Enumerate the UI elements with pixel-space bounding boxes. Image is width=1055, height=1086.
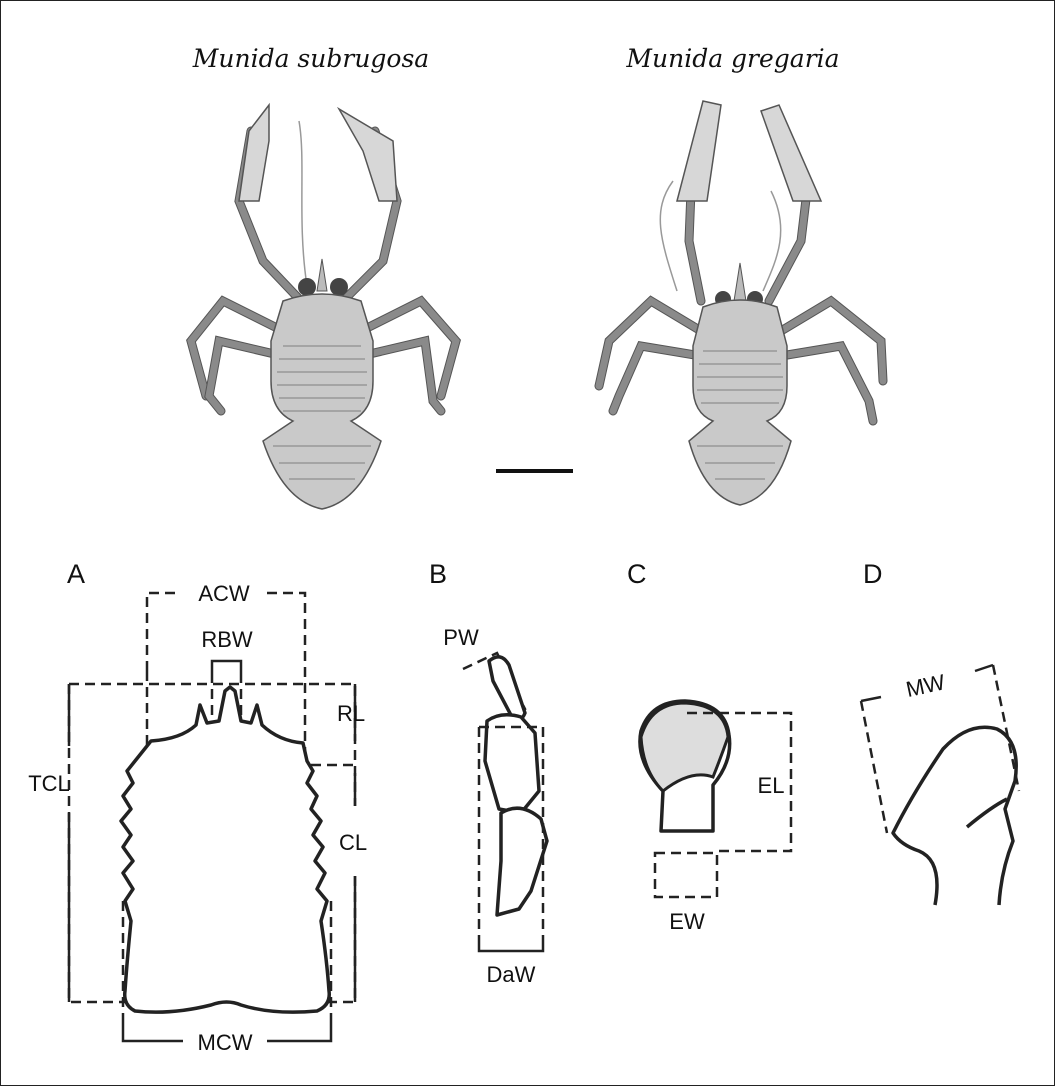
mw-label: MW [904,669,948,702]
cl-label: CL [339,830,367,855]
rbw-label: RBW [201,627,253,652]
rl-label: RL [337,701,365,726]
acw-label: ACW [198,581,250,606]
ew-label: EW [669,909,705,934]
panel-label-c: C [627,559,647,589]
species-title-left: Munida subrugosa [192,44,429,73]
daw-label: DaW [487,962,536,987]
panel-label-a: A [67,559,85,589]
panel-label-d: D [863,559,883,589]
mw-outline [893,727,1016,905]
mcw-label: MCW [198,1030,253,1055]
panel-c-eye: EL EW [640,701,791,934]
crab-illustration-right [599,101,883,505]
panel-a-carapace: ACW RBW TCL RL CL MCW [28,581,367,1055]
panel-d-mw: MW [861,665,1019,905]
pw-label: PW [443,625,479,650]
panel-b-pereopod: PW DaW [443,625,547,987]
crab-illustration-left [191,105,456,509]
el-label: EL [758,773,785,798]
ew-box [655,853,717,897]
species-title-right: Munida gregaria [625,44,839,73]
carapace-outline [121,687,329,1012]
acw-bracket [147,593,181,671]
tcl-label: TCL [28,771,70,796]
panel-label-b: B [429,559,447,589]
rbw-bracket [212,661,241,673]
